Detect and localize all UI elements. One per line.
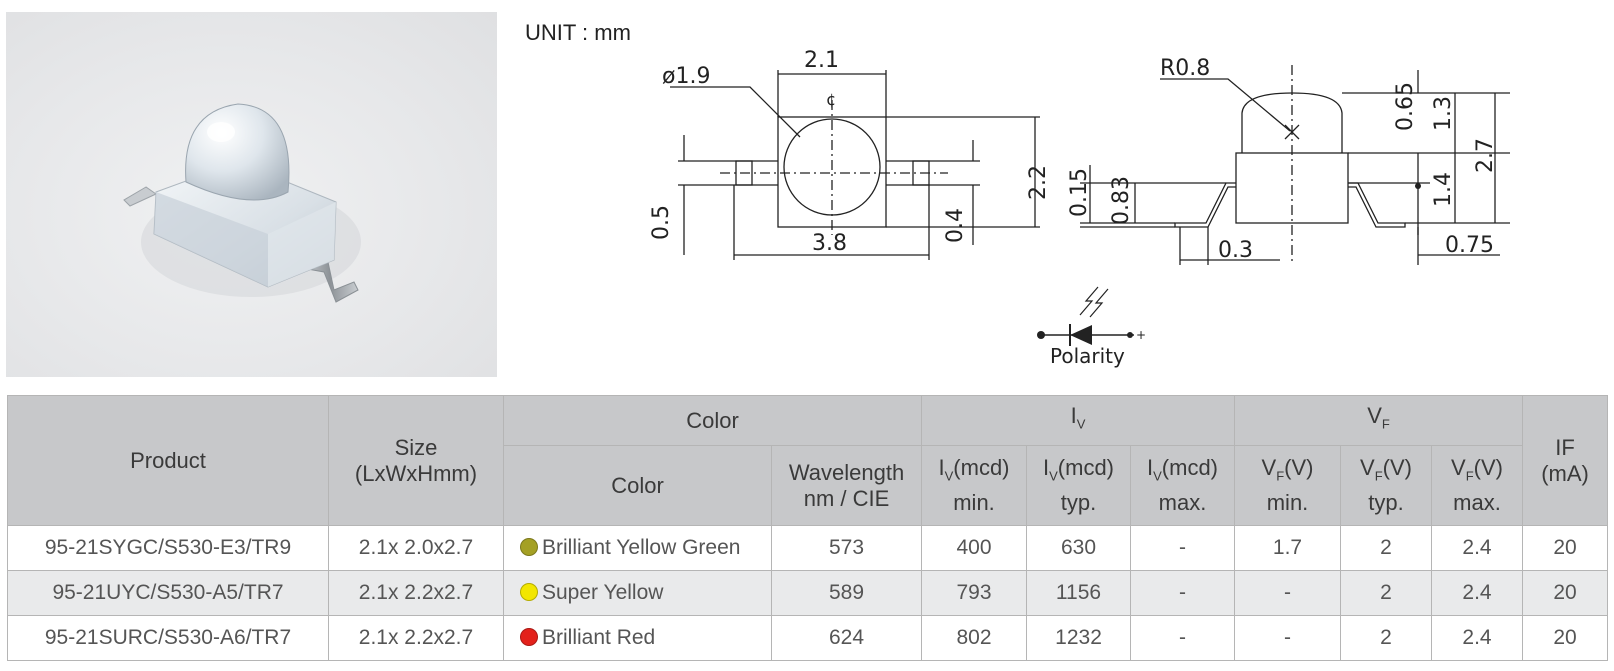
dim-standoff: 0.83 — [1109, 176, 1134, 225]
cell-size: 2.1x 2.0x2.7 — [328, 525, 504, 571]
unit-label: UNIT : mm — [525, 20, 631, 45]
cell-product: 95-21SYGC/S530-E3/TR9 — [7, 525, 329, 571]
dim-total-length: 3.8 — [812, 231, 847, 256]
led-product-photo — [6, 12, 497, 377]
cell-vf-typ: 2 — [1340, 615, 1433, 661]
header-iv-max: IV(mcd)max. — [1130, 445, 1236, 526]
table-row: 95-21SURC/S530-A6/TR7 2.1x 2.2x2.7 Brill… — [7, 615, 1609, 661]
dim-radius: R0.8 — [1160, 56, 1210, 81]
header-product: Product — [7, 395, 329, 526]
header-color-group: Color — [502, 395, 923, 446]
cell-vf-max: 2.4 — [1431, 615, 1524, 661]
dim-lead-thk: 0.15 — [1067, 168, 1092, 217]
header-if: IF(mA) — [1522, 395, 1609, 526]
cell-iv-typ: 1232 — [1026, 615, 1132, 661]
cell-color: Brilliant Red — [503, 615, 772, 661]
led-package-image — [123, 103, 361, 303]
color-dot-icon — [520, 628, 538, 646]
cell-product: 95-21UYC/S530-A5/TR7 — [7, 570, 329, 616]
dim-lead-width-right: 0.4 — [943, 208, 968, 243]
cell-color: Super Yellow — [503, 570, 772, 616]
dim-foot: 0.75 — [1445, 233, 1494, 258]
side-ref-dot — [1415, 183, 1421, 189]
cell-wavelength: 573 — [770, 525, 923, 571]
dim-top-width: 2.1 — [804, 48, 839, 73]
color-dot-icon — [520, 538, 538, 556]
cell-product: 95-21SURC/S530-A6/TR7 — [7, 615, 329, 661]
top-view-body — [777, 116, 887, 228]
header-vf-typ: VF(V)typ. — [1340, 445, 1433, 526]
side-dome — [1241, 92, 1343, 153]
cell-vf-min: - — [1234, 615, 1342, 661]
cell-iv-max: - — [1130, 615, 1236, 661]
header-size-line1: Size — [394, 434, 438, 460]
dim-body-h: 1.4 — [1431, 172, 1456, 207]
header-iv-min: IV(mcd)min. — [921, 445, 1028, 526]
dim-total-h: 2.7 — [1473, 138, 1498, 173]
cell-iv-min: 793 — [921, 570, 1028, 616]
dim-top-h: 1.3 — [1431, 96, 1456, 131]
cell-iv-typ: 1156 — [1026, 570, 1132, 616]
header-vf-group: VF — [1234, 395, 1524, 446]
cell-vf-min: - — [1234, 570, 1342, 616]
header-vf-min: VF(V)min. — [1234, 445, 1342, 526]
cell-vf-typ: 2 — [1340, 570, 1433, 616]
dimension-drawing: 2.1 ø1.9 ¢ 2.2 3.8 0.5 0.4 R0.8 0.65 — [649, 48, 1510, 368]
color-dot-icon — [520, 583, 538, 601]
header-size-line2: (LxWxHmm) — [354, 460, 478, 486]
table-row: 95-21SYGC/S530-E3/TR9 2.1x 2.0x2.7 Brill… — [7, 525, 1609, 571]
cell-vf-typ: 2 — [1340, 525, 1433, 571]
dim-lead-width: 0.5 — [649, 205, 674, 240]
cell-iv-typ: 630 — [1026, 525, 1132, 571]
dim-diameter: ø1.9 — [662, 64, 710, 89]
header-iv-typ: IV(mcd)typ. — [1026, 445, 1132, 526]
cell-if: 20 — [1522, 525, 1609, 571]
dim-dome: 0.65 — [1393, 82, 1418, 131]
side-view — [1080, 65, 1510, 265]
table-row: 95-21UYC/S530-A5/TR7 2.1x 2.2x2.7 Super … — [7, 570, 1609, 616]
cell-iv-max: - — [1130, 525, 1236, 571]
cell-if: 20 — [1522, 615, 1609, 661]
header-size: Size (LxWxHmm) — [328, 395, 504, 526]
cell-vf-max: 2.4 — [1431, 570, 1524, 616]
dim-body-height: 2.2 — [1026, 165, 1051, 200]
cell-iv-min: 802 — [921, 615, 1028, 661]
cell-vf-min: 1.7 — [1234, 525, 1342, 571]
cell-wavelength: 589 — [770, 570, 923, 616]
cell-color: Brilliant Yellow Green — [503, 525, 772, 571]
center-mark: ¢ — [826, 90, 836, 109]
polarity-symbol: + — [1037, 286, 1146, 346]
cell-size: 2.1x 2.2x2.7 — [328, 615, 504, 661]
header-iv-group: IV — [921, 395, 1236, 446]
cell-iv-max: - — [1130, 570, 1236, 616]
cell-iv-min: 400 — [921, 525, 1028, 571]
cell-if: 20 — [1522, 570, 1609, 616]
header-color: Color — [503, 445, 772, 526]
header-vf-max: VF(V)max. — [1431, 445, 1524, 526]
polarity-label: Polarity — [1050, 344, 1125, 368]
dim-lead-len: 0.3 — [1218, 238, 1253, 263]
spec-table: Product Size (LxWxHmm) Color IV VF IF(mA… — [7, 395, 1609, 661]
cell-vf-max: 2.4 — [1431, 525, 1524, 571]
cell-wavelength: 624 — [770, 615, 923, 661]
cell-size: 2.1x 2.2x2.7 — [328, 570, 504, 616]
top-view — [670, 70, 1040, 260]
svg-text:+: + — [1136, 328, 1146, 342]
